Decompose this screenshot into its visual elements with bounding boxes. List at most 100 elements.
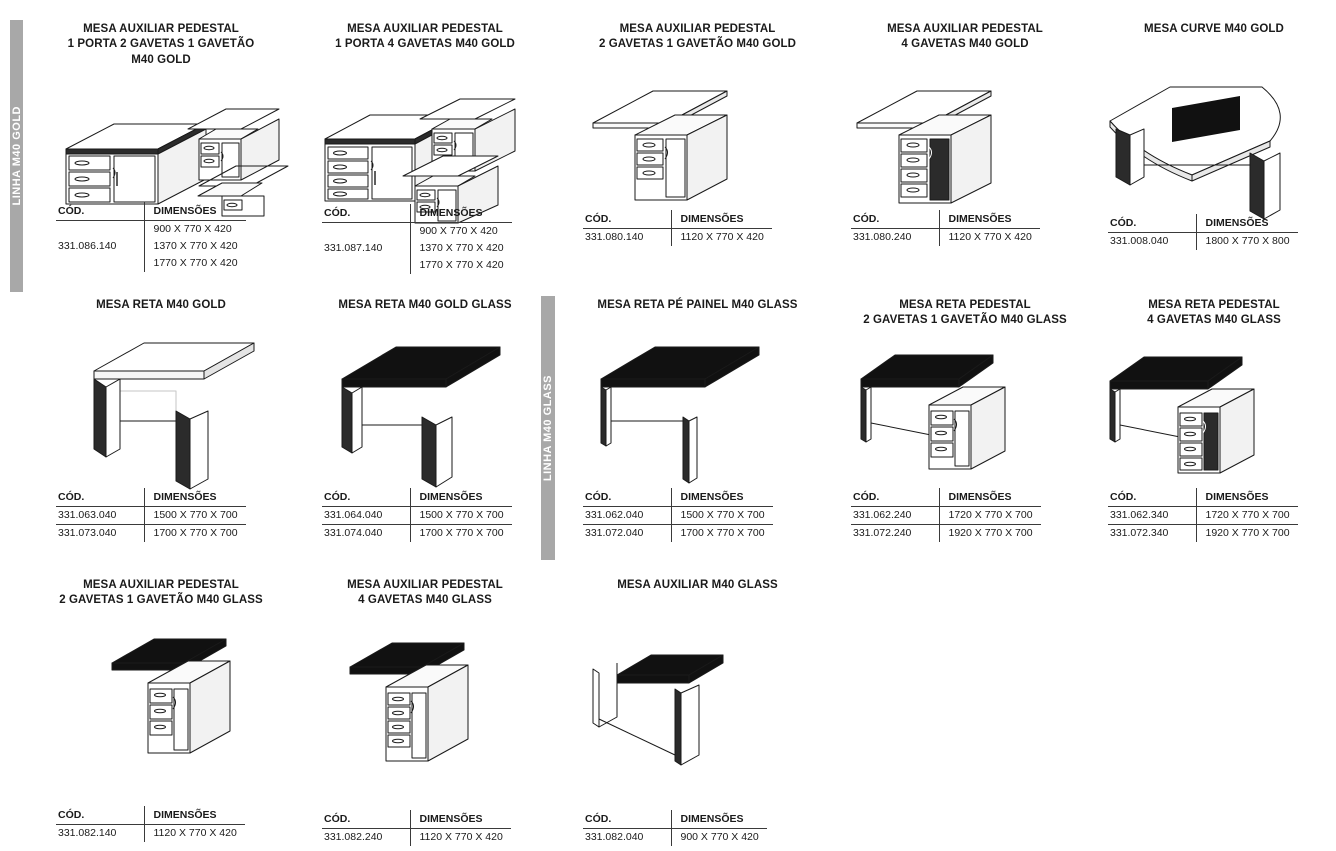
product-card: MESA RETA PÉ PAINEL M40 GLASS xyxy=(575,298,820,542)
product-code: 331.082.240 xyxy=(324,831,383,843)
col-header-code: CÓD. xyxy=(58,808,85,821)
spec-table: CÓD. DIMENSÕES 331.062.040 1500 X 770 X 7… xyxy=(583,488,773,542)
product-dimension: 1500 X 770 X 700 xyxy=(143,506,246,524)
product-title: MESA AUXILIAR PEDESTAL 4 GAVETAS M40 GOL… xyxy=(887,23,1043,51)
col-header-dimensions: DIMENSÕES xyxy=(938,488,1041,506)
product-illustration xyxy=(1098,339,1330,491)
col-header-dimensions: DIMENSÕES xyxy=(670,488,773,506)
product-dimension: 1120 X 770 X 420 xyxy=(409,828,511,846)
product-title: MESA RETA M40 GOLD GLASS xyxy=(338,299,512,311)
product-dimension: 900 X 770 X 420 xyxy=(670,828,767,846)
table-row: 1770 X 770 X 420 xyxy=(322,256,512,274)
spec-table: CÓD. DIMENSÕES 331.080.140 1120 X 770 X 4… xyxy=(583,210,772,246)
product-code: 331.086.140 xyxy=(58,240,117,252)
product-card: MESA AUXILIAR PEDESTAL 4 GAVETAS M40 GOL… xyxy=(845,22,1085,246)
product-illustration xyxy=(845,339,1085,491)
product-code: 331.072.240 xyxy=(853,527,912,539)
col-header-dimensions: DIMENSÕES xyxy=(1195,488,1298,506)
spec-table: CÓD. DIMENSÕES 331.082.240 1120 X 770 X 4… xyxy=(322,810,511,846)
product-card: MESA AUXILIAR PEDESTAL 4 GAVETAS M40 GLA… xyxy=(300,578,550,846)
product-card: MESA AUXILIAR PEDESTAL 1 PORTA 4 GAVETAS… xyxy=(300,22,550,274)
col-header-code: CÓD. xyxy=(585,212,612,225)
product-title: MESA AUXILIAR PEDESTAL 2 GAVETAS 1 GAVET… xyxy=(598,23,797,51)
product-code: 331.087.140 xyxy=(324,242,383,254)
product-card: MESA RETA M40 GOLD GLASS xyxy=(300,298,550,542)
product-card: MESA RETA M40 GOLD xyxy=(36,298,286,542)
table-row: 331.082.240 1120 X 770 X 420 xyxy=(322,828,511,846)
product-title: MESA RETA M40 GOLD xyxy=(96,299,226,311)
product-dimension: 900 X 770 X 420 xyxy=(143,220,246,238)
product-code: 331.062.340 xyxy=(1110,509,1169,521)
product-code: 331.062.040 xyxy=(585,509,644,521)
col-header-code: CÓD. xyxy=(58,204,85,217)
table-row: 1770 X 770 X 420 xyxy=(56,254,246,272)
product-card: MESA RETA PEDESTAL 4 GAVETAS M40 GLASS xyxy=(1098,298,1330,542)
product-card: MESA AUXILIAR PEDESTAL 1 PORTA 2 GAVETAS… xyxy=(36,22,289,272)
product-title: MESA RETA PÉ PAINEL M40 GLASS xyxy=(597,299,798,311)
product-dimension: 1770 X 770 X 420 xyxy=(143,254,246,272)
col-header-dimensions: DIMENSÕES xyxy=(670,210,772,228)
product-code: 331.072.340 xyxy=(1110,527,1169,539)
product-dimension: 1500 X 770 X 700 xyxy=(670,506,773,524)
product-title: MESA AUXILIAR PEDESTAL 2 GAVETAS 1 GAVET… xyxy=(59,579,263,607)
product-dimension: 1700 X 770 X 700 xyxy=(409,524,512,542)
product-title: MESA AUXILIAR PEDESTAL 4 GAVETAS M40 GLA… xyxy=(347,579,503,607)
col-header-code: CÓD. xyxy=(853,212,880,225)
product-illustration xyxy=(300,639,550,799)
product-illustration xyxy=(575,75,820,225)
product-illustration xyxy=(36,635,286,795)
col-header-code: CÓD. xyxy=(324,206,351,219)
table-row: 331.062.040 1500 X 770 X 700 xyxy=(583,506,773,524)
product-dimension: 1700 X 770 X 700 xyxy=(670,524,773,542)
product-dimension: 1770 X 770 X 420 xyxy=(409,256,512,274)
table-row: 1370 X 770 X 420 xyxy=(56,237,246,255)
product-code: 331.082.040 xyxy=(585,831,644,843)
product-illustration xyxy=(575,633,820,793)
product-dimension: 1370 X 770 X 420 xyxy=(143,237,246,255)
product-illustration xyxy=(36,339,286,490)
product-code: 331.082.140 xyxy=(58,827,117,839)
col-header-dimensions: DIMENSÕES xyxy=(143,806,245,824)
col-header-dimensions: DIMENSÕES xyxy=(1195,214,1298,232)
product-dimension: 1120 X 770 X 420 xyxy=(143,824,245,842)
product-card: MESA CURVE M40 GOLD xyxy=(1098,22,1330,250)
col-header-dimensions: DIMENSÕES xyxy=(409,488,512,506)
product-title: MESA CURVE M40 GOLD xyxy=(1144,23,1284,35)
col-header-code: CÓD. xyxy=(585,490,612,503)
col-header-code: CÓD. xyxy=(1110,490,1137,503)
col-header-code: CÓD. xyxy=(324,812,351,825)
product-dimension: 1120 X 770 X 420 xyxy=(670,228,772,246)
col-header-dimensions: DIMENSÕES xyxy=(409,204,512,222)
product-code: 331.064.040 xyxy=(324,509,383,521)
product-code: 331.063.040 xyxy=(58,509,117,521)
col-header-code: CÓD. xyxy=(324,490,351,503)
col-header-dimensions: DIMENSÕES xyxy=(409,810,511,828)
product-illustration xyxy=(845,75,1085,225)
col-header-dimensions: DIMENSÕES xyxy=(938,210,1040,228)
product-code: 331.073.040 xyxy=(58,527,117,539)
col-header-code: CÓD. xyxy=(585,812,612,825)
col-header-code: CÓD. xyxy=(853,490,880,503)
table-row: 331.082.140 1120 X 770 X 420 xyxy=(56,824,245,842)
product-code: 331.080.140 xyxy=(585,231,644,243)
product-title: MESA AUXILIAR PEDESTAL 1 PORTA 4 GAVETAS… xyxy=(335,23,515,51)
col-header-dimensions: DIMENSÕES xyxy=(670,810,767,828)
section-tab-linha-m40-glass: LINHA M40 GLASS xyxy=(541,296,555,560)
product-dimension: 1120 X 770 X 420 xyxy=(938,228,1040,246)
